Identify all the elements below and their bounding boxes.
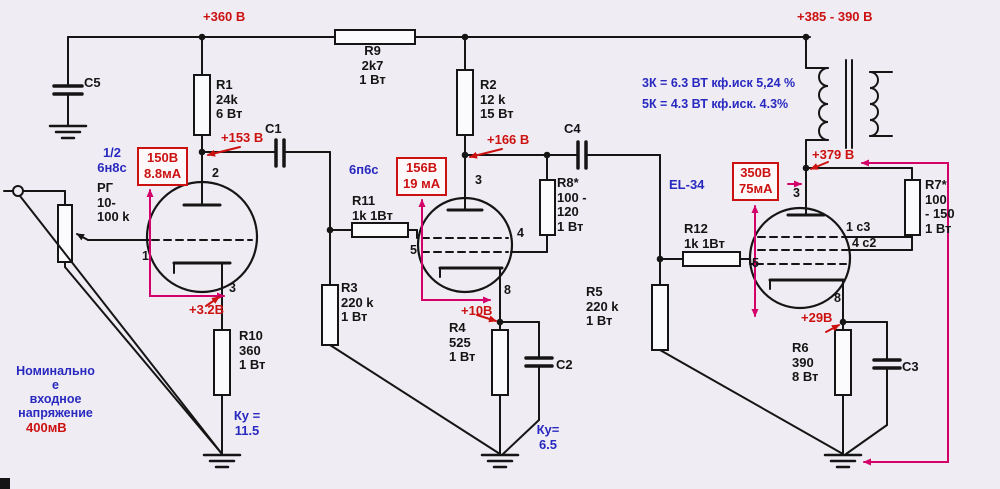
- pin-t3-8: 8: [834, 291, 841, 305]
- tube-v2: [416, 196, 514, 294]
- pin-t1-2: 2: [212, 166, 219, 180]
- ground-symbol: [48, 124, 88, 140]
- resistor-r6: [834, 279, 852, 456]
- resistor-r7: [805, 167, 921, 251]
- output-transformer: [805, 36, 893, 216]
- label-spec1: 3К = 6.3 ВТ кф.иск 5,24 %: [642, 76, 796, 90]
- resistor-r2: [456, 36, 474, 211]
- ground-symbol: [202, 453, 242, 469]
- label-v166: +166 В: [487, 132, 530, 147]
- resistor-r3: [321, 151, 501, 455]
- label-v385: +385 - 390 В: [797, 9, 873, 24]
- label-r9: R9 2k7 1 Вт: [359, 43, 386, 88]
- label-v3-2: +3.2В: [189, 302, 225, 317]
- resistor-r8: [510, 154, 556, 253]
- label-r1: R1 24k 6 Вт: [216, 77, 243, 122]
- pin-t1-1: 1: [142, 249, 149, 263]
- pin-t1-3: 3: [229, 281, 236, 295]
- ground-symbol: [480, 453, 520, 469]
- resistor-r12: [659, 251, 757, 267]
- label-r5: R5 220 k 1 Вт: [586, 284, 619, 329]
- label-v379: +379 В: [812, 147, 855, 162]
- label-pot: РГ 10- 100 k: [97, 180, 130, 225]
- label-v10: +10В: [461, 303, 493, 318]
- label-tube2-name: 6п6с: [349, 162, 379, 177]
- capacitor-c4: [464, 140, 661, 170]
- label-c3: C3: [902, 359, 919, 374]
- voltage-arrows: [205, 146, 840, 333]
- measurement-arrows: [146, 159, 949, 466]
- capacitor-c3: [842, 321, 902, 455]
- resistor-r9: [334, 29, 416, 45]
- capacitor-c5: [52, 36, 84, 127]
- label-tube3-name: EL-34: [669, 177, 705, 192]
- label-v153: +153 В: [221, 130, 264, 145]
- pin-t2-4: 4: [517, 226, 524, 240]
- label-c4: C4: [564, 121, 581, 136]
- label-r3: R3 220 k 1 Вт: [341, 280, 374, 325]
- label-r2: R2 12 k 15 Вт: [480, 77, 514, 122]
- tube-v3: [748, 206, 852, 310]
- label-c1: C1: [265, 121, 282, 136]
- label-gain2: Ку= 6.5: [536, 422, 560, 452]
- label-r7: R7* 100 - 150 1 Вт: [925, 177, 955, 236]
- label-r10: R10 360 1 Вт: [239, 328, 266, 373]
- ground-bus-stage1: [19, 195, 223, 455]
- resistor-r5: [651, 154, 844, 455]
- label-nominal-input: Номинально е входное напряжение: [16, 364, 95, 420]
- meas-box-stage2: 156В 19 мА: [396, 157, 448, 196]
- label-spec2: 5К = 4.3 ВТ кф.иск. 4.3%: [642, 97, 789, 111]
- meas-box-stage1: 150В 8.8мА: [137, 147, 189, 186]
- pin-t3-1: 1 c3: [846, 220, 871, 234]
- pin-t2-8: 8: [504, 283, 511, 297]
- pin-t2-3: 3: [475, 173, 482, 187]
- label-tube1-name: 1/2 6н8с: [97, 145, 127, 175]
- label-c2: C2: [556, 357, 573, 372]
- resistor-r11: [329, 222, 418, 239]
- pin-t3-3: 3: [793, 186, 800, 200]
- label-r12: R12 1k 1Вт: [684, 221, 725, 251]
- pin-t3-4: 4 c2: [852, 236, 877, 250]
- ground-symbol: [823, 453, 863, 469]
- label-r8: R8* 100 - 120 1 Вт: [557, 175, 587, 234]
- label-r11: R11 1k 1Вт: [352, 193, 393, 223]
- label-v29: +29В: [801, 310, 833, 325]
- scan-artifact: [0, 478, 10, 489]
- pin-t3-5: 5: [752, 256, 759, 270]
- label-input-value: 400мВ: [26, 420, 67, 435]
- label-c5: C5: [84, 75, 101, 90]
- junction-dots: [198, 33, 847, 326]
- label-v360: +360 В: [203, 9, 246, 24]
- label-gain1: Ку = 11.5: [233, 408, 261, 438]
- meas-box-stage3: 350В 75мА: [732, 162, 780, 201]
- label-r6: R6 390 8 Вт: [792, 340, 819, 385]
- capacitor-c2: [499, 321, 554, 455]
- input-jack-icon: [3, 185, 66, 206]
- pin-t2-5: 5: [410, 243, 417, 257]
- label-r4: R4 525 1 Вт: [449, 320, 476, 365]
- resistor-r1: [193, 36, 211, 206]
